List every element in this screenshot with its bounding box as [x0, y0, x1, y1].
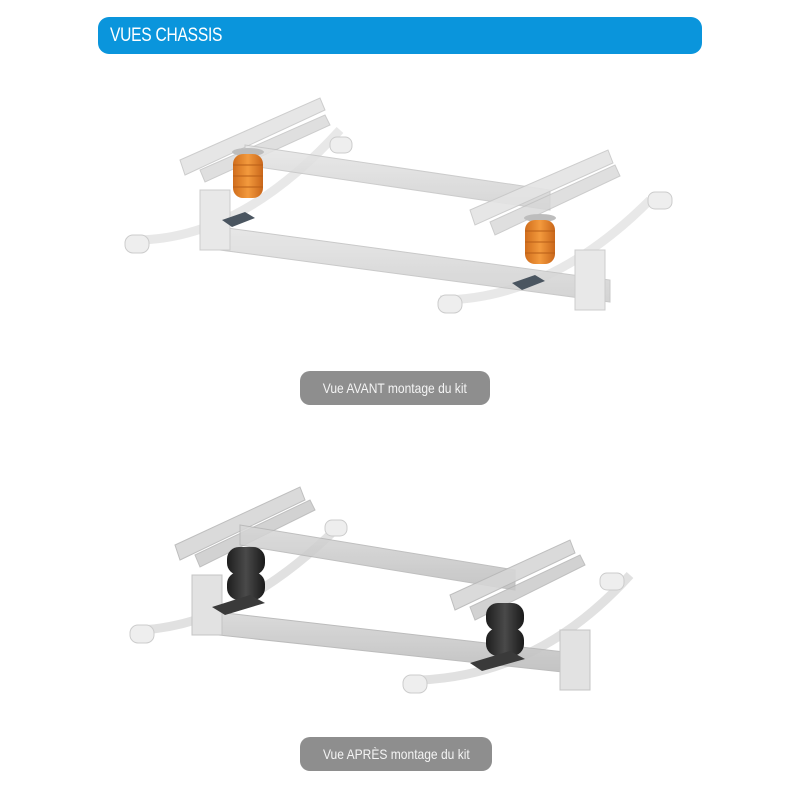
orange-spring-right-icon	[524, 214, 556, 264]
section-header-bar: VUES CHASSIS	[98, 17, 702, 54]
chassis-after-image	[120, 475, 690, 700]
orange-spring-left-icon	[232, 148, 264, 198]
chassis-before-illustration	[124, 97, 673, 314]
chassis-before-image	[120, 90, 690, 330]
air-bellow-left-icon	[212, 547, 265, 615]
section-title: VUES CHASSIS	[110, 25, 223, 46]
caption-before: Vue AVANT montage du kit	[300, 371, 490, 405]
caption-after: Vue APRÈS montage du kit	[300, 737, 492, 771]
chassis-after-illustration	[129, 486, 634, 694]
air-bellow-right-icon	[470, 603, 525, 671]
